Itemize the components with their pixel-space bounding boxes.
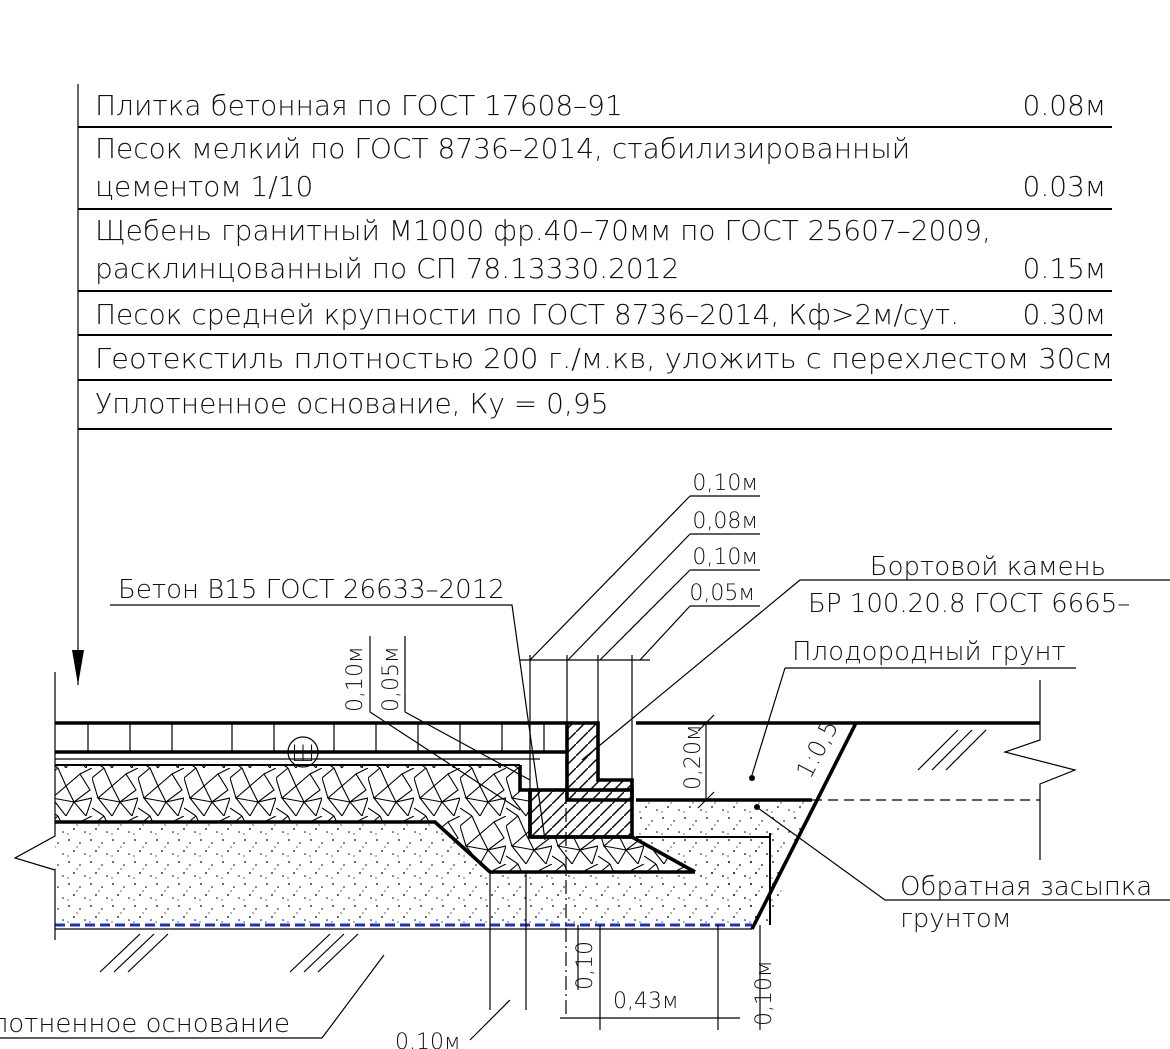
layer-2-text-b: цементом 1/10	[95, 170, 313, 203]
vert-dim-005: 0,05м	[379, 646, 404, 712]
backfill-label-2: грунтом	[900, 904, 1011, 934]
stack-dim-3: 0,10м	[692, 545, 758, 570]
topsoil-dim: 0,20м	[681, 724, 706, 790]
sand-layer	[55, 822, 770, 925]
section-fills	[55, 723, 812, 925]
stack-dim-1: 0,10м	[692, 471, 758, 496]
beton-leader	[110, 604, 546, 841]
bottom-dim-010c: 0,10м	[395, 1030, 461, 1049]
tile-joints	[87, 723, 545, 752]
leader-arrow	[72, 650, 84, 685]
ground-hatch	[99, 729, 987, 973]
layer-3-text-b: расклинцованный по СП 78.13330.2012	[95, 252, 679, 285]
gravel-layer	[55, 765, 695, 872]
layer-3-text-a: Щебень гранитный М1000 фр.40–70мм по ГОС…	[95, 214, 991, 247]
section-mark-letter: Ш	[291, 742, 315, 767]
layer-3-thickness: 0.15м	[1023, 252, 1106, 285]
layer-4-thickness: 0.30м	[1023, 298, 1106, 331]
layer-6-text: Уплотненное основание, Ку = 0,95	[95, 387, 609, 420]
stack-dim-4: 0,05м	[689, 581, 755, 606]
break-line-right	[1002, 680, 1077, 860]
layer-5-text: Геотекстиль плотностью 200 г./м.кв, улож…	[95, 342, 1113, 375]
stack-dim-2: 0,08м	[692, 509, 758, 534]
layer-4-text: Песок средней крупности по ГОСТ 8736–201…	[95, 298, 959, 331]
base-label: Уплотненное основание	[0, 1009, 290, 1039]
beton-label: Бетон В15 ГОСТ 26633–2012	[118, 575, 505, 605]
callouts: Бетон В15 ГОСТ 26633–2012 0,10м 0,08м 0,…	[0, 471, 1170, 1049]
section-mark-circle	[287, 736, 319, 768]
layer-1-text: Плитка бетонная по ГОСТ 17608–91	[95, 89, 623, 122]
layer-2-thickness: 0.03м	[1023, 170, 1106, 203]
curb-label-2: БР 100.20.8 ГОСТ 6665–	[808, 589, 1130, 619]
break-line-left	[13, 672, 56, 940]
layer-1-thickness: 0.08м	[1023, 89, 1106, 122]
slope-label: 1:0,5	[791, 715, 845, 782]
bottom-dim-010a: 0,10	[573, 941, 598, 990]
curb-label-1: Бортовой камень	[870, 552, 1106, 582]
vert-dim-010: 0,10м	[343, 646, 368, 712]
layer-table: Плитка бетонная по ГОСТ 17608–91 0.08м П…	[72, 84, 1113, 685]
haunch-outline	[528, 788, 634, 839]
topsoil-label: Плодородный грунт	[792, 637, 1066, 667]
bottom-dim-010b: 0,10м	[752, 960, 777, 1026]
section-lines: Ш	[13, 672, 1077, 1015]
backfill-label-1: Обратная засыпка	[900, 872, 1152, 902]
layer-2-text-a: Песок мелкий по ГОСТ 8736–2014, стабилиз…	[95, 132, 910, 165]
gravel-bottom	[55, 820, 695, 874]
bottom-dim-043: 0,43м	[613, 989, 679, 1014]
